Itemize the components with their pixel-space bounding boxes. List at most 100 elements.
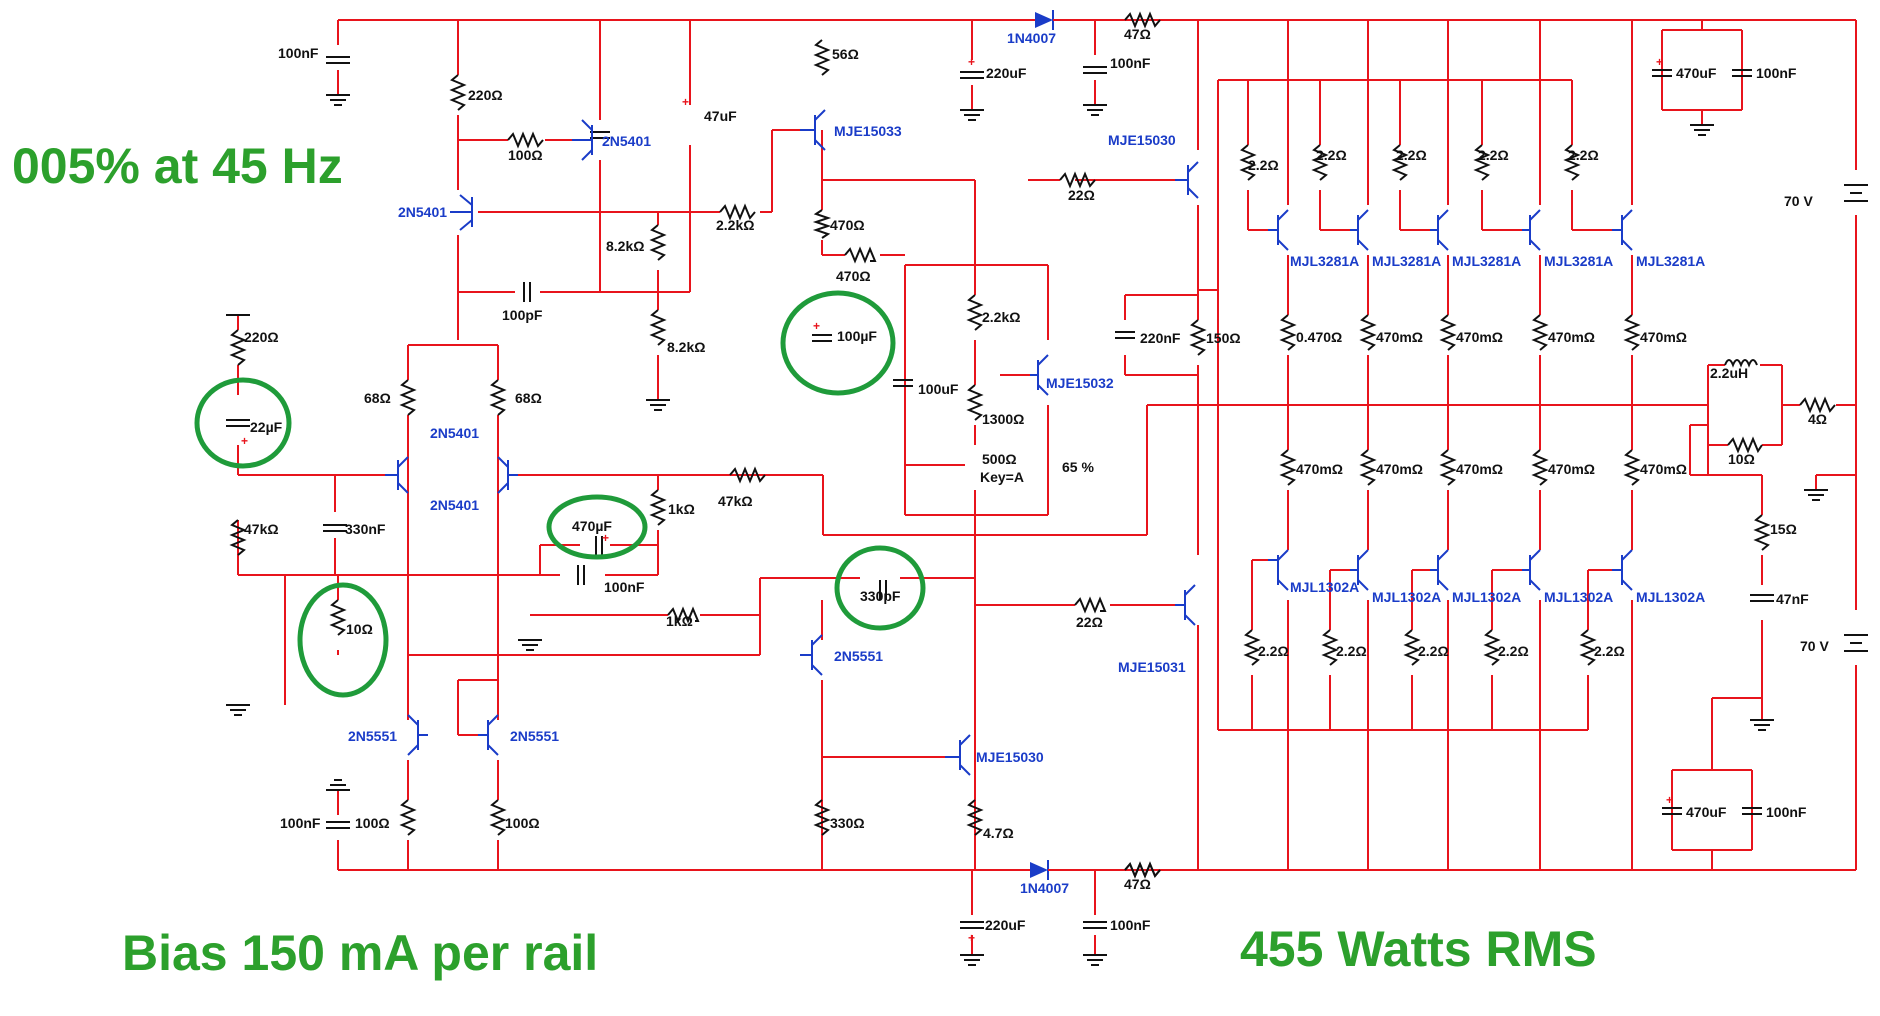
label-q-mjl1302-3: MJL1302A: [1452, 589, 1521, 605]
label-c-100p: 100pF: [502, 307, 543, 323]
label-c-470u-top: 470uF: [1676, 65, 1717, 81]
component-symbols: [226, 56, 1868, 929]
label-r-82k-b: 8.2kΩ: [667, 339, 705, 355]
wire-network: [237, 19, 1857, 955]
label-r-470m-5: 470mΩ: [1296, 461, 1343, 477]
label-c-330n: 330nF: [345, 521, 386, 537]
svg-text:+: +: [682, 95, 689, 109]
label-r-470m-7: 470mΩ: [1456, 461, 1503, 477]
label-q-diff-b: 2N5401: [430, 497, 479, 513]
ring-330pf: [834, 545, 926, 631]
svg-text:+: +: [1666, 793, 1673, 807]
label-r-82k-a: 8.2kΩ: [606, 238, 644, 254]
label-q-mjl3281-5: MJL3281A: [1636, 253, 1705, 269]
label-r-15: 15Ω: [1770, 521, 1797, 537]
label-r-470m-3: 470mΩ: [1548, 329, 1595, 345]
label-v-bot: 70 V: [1800, 638, 1829, 654]
label-r-470-b: 470Ω: [836, 268, 871, 284]
label-c-bot-left: 100nF: [280, 815, 321, 831]
label-r-68-b: 68Ω: [515, 390, 542, 406]
highlight-rings: [194, 290, 926, 698]
label-r-68-a: 68Ω: [364, 390, 391, 406]
label-c-220n: 220nF: [1140, 330, 1181, 346]
label-r-22-low4: 2.2Ω: [1498, 643, 1529, 659]
label-c-100n-topright: 100nF: [1756, 65, 1797, 81]
label-r-22-low2: 2.2Ω: [1336, 643, 1367, 659]
label-r-470m-4: 470mΩ: [1640, 329, 1687, 345]
label-pot-500: 500Ω: [982, 451, 1017, 467]
label-c-470u-bot: 470uF: [1686, 804, 1727, 820]
label-c-470u-ring: 470µF: [572, 518, 612, 534]
label-r-22-bot: 22Ω: [1076, 614, 1103, 630]
label-q-2n5551-vas: 2N5551: [834, 648, 883, 664]
label-r-150: 150Ω: [1206, 330, 1241, 346]
component-labels: 100nF 220Ω 100Ω 2N5401 2N5401 2.2kΩ 47uF…: [244, 26, 1829, 933]
label-pot-key: Key=A: [980, 469, 1024, 485]
label-r-22-low3: 2.2Ω: [1418, 643, 1449, 659]
label-q-mje15033: MJE15033: [834, 123, 902, 139]
svg-text:+: +: [241, 434, 248, 448]
label-r-10-ring: 10Ω: [346, 621, 373, 637]
label-r-22k-b: 2.2kΩ: [982, 309, 1020, 325]
label-r-330: 330Ω: [830, 815, 865, 831]
label-c-100n-mid: 100nF: [604, 579, 645, 595]
resistor-zigzags: [229, 11, 1836, 879]
label-q-mjl3281-3: MJL3281A: [1452, 253, 1521, 269]
svg-text:+: +: [968, 55, 975, 69]
label-r-22-out4: 2.2Ω: [1478, 147, 1509, 163]
label-r-10: 10Ω: [1728, 451, 1755, 467]
label-c-100u-ring: 100µF: [837, 328, 877, 344]
label-q-diff-a: 2N5401: [430, 425, 479, 441]
label-c-top-left: 100nF: [278, 45, 319, 61]
label-r-100-b: 100Ω: [355, 815, 390, 831]
label-q-mjl1302-2: MJL1302A: [1372, 589, 1441, 605]
label-r-4: 4Ω: [1808, 411, 1827, 427]
label-q-mjl3281-4: MJL3281A: [1544, 253, 1613, 269]
label-q-mjl1302-1: MJL1302A: [1290, 579, 1359, 595]
label-q-mjl3281-2: MJL3281A: [1372, 253, 1441, 269]
label-d-bot: 1N4007: [1020, 880, 1069, 896]
ring-470uf: [546, 494, 648, 560]
headline-bias: Bias 150 mA per rail: [122, 925, 598, 981]
label-c-220u-top: 220uF: [986, 65, 1027, 81]
svg-text:+: +: [602, 531, 609, 545]
label-c-47n: 47nF: [1776, 591, 1809, 607]
label-r-22-out1: 2.2Ω: [1248, 157, 1279, 173]
label-r-470-a: 470Ω: [830, 217, 865, 233]
label-r-220-left: 220Ω: [244, 329, 279, 345]
label-c-100n-botright: 100nF: [1766, 804, 1807, 820]
headlines: 005% at 45 Hz Bias 150 mA per rail 455 W…: [12, 138, 1597, 981]
label-r-0470: 0.470Ω: [1296, 329, 1342, 345]
svg-text:+: +: [813, 319, 820, 333]
label-r-22k-a: 2.2kΩ: [716, 217, 754, 233]
label-q-2n5551-b: 2N5551: [510, 728, 559, 744]
label-r-22-out5: 2.2Ω: [1568, 147, 1599, 163]
label-r-1k-b: 1kΩ: [666, 613, 693, 629]
label-q-mjl1302-4: MJL1302A: [1544, 589, 1613, 605]
label-r-100-a: 100Ω: [508, 147, 543, 163]
transistor-symbols: [385, 109, 1633, 776]
label-r-470m-9: 470mΩ: [1640, 461, 1687, 477]
ring-22uf: [194, 377, 292, 469]
label-q-mjl1302-5: MJL1302A: [1636, 589, 1705, 605]
ground-symbols: [226, 94, 1828, 966]
label-r-1k-a: 1kΩ: [668, 501, 695, 517]
label-r-220-top: 220Ω: [468, 87, 503, 103]
diode-symbols: [1030, 10, 1090, 880]
headline-power: 455 Watts RMS: [1240, 921, 1597, 977]
label-r-1300: 1300Ω: [982, 411, 1024, 427]
label-q-mje15030-top: MJE15030: [1108, 132, 1176, 148]
label-r-47k-a: 47kΩ: [244, 521, 279, 537]
label-r-22-low5: 2.2Ω: [1594, 643, 1625, 659]
label-r-47k-b: 47kΩ: [718, 493, 753, 509]
label-c-330p: 330pF: [860, 588, 901, 604]
label-d-top: 1N4007: [1007, 30, 1056, 46]
label-r-22-top: 22Ω: [1068, 187, 1095, 203]
label-r-470m-1: 470mΩ: [1376, 329, 1423, 345]
label-pot-pct: 65 %: [1062, 459, 1094, 475]
label-r-47-top: 47Ω: [1124, 26, 1151, 42]
polarity-marks: + + + + + + + +: [241, 55, 1673, 945]
label-q-mje15030-bot: MJE15030: [976, 749, 1044, 765]
label-q-mje15032: MJE15032: [1046, 375, 1114, 391]
